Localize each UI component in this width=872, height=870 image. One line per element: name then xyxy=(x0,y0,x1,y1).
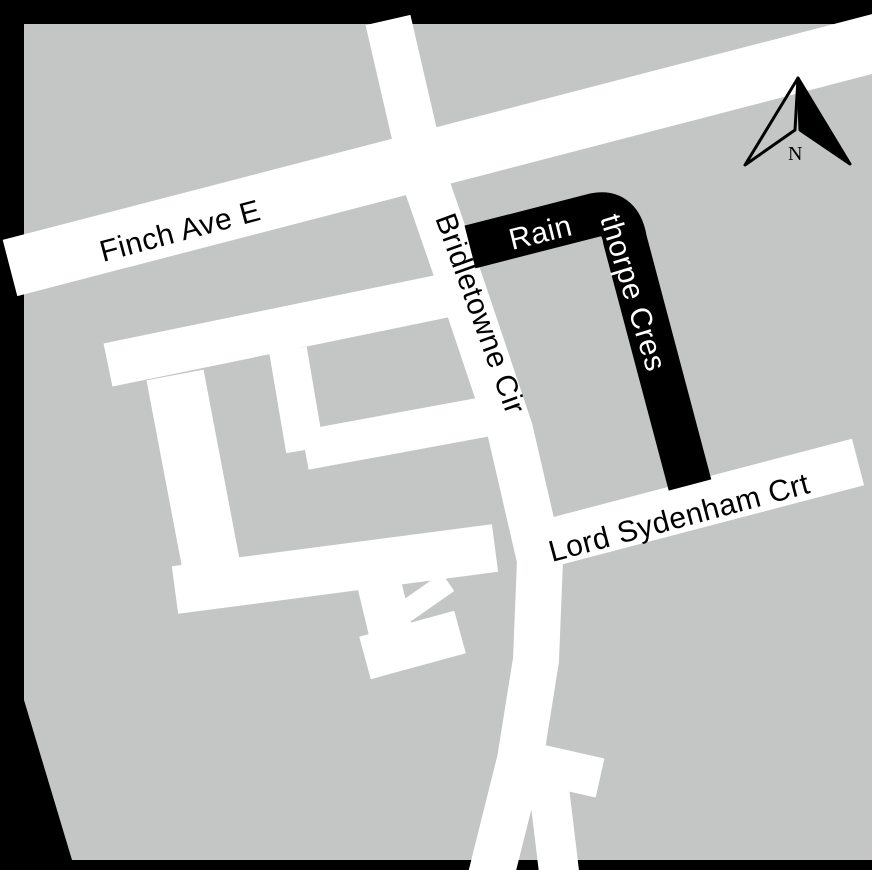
cul-de-sac-link xyxy=(398,572,455,622)
north-arrow-right xyxy=(796,76,852,166)
west-street-vertical-left xyxy=(146,369,242,581)
west-street-upper xyxy=(103,273,453,387)
south-street-stub xyxy=(528,777,579,870)
north-connector-road xyxy=(365,14,448,186)
south-street-right xyxy=(515,740,605,798)
finch-ave-e-road xyxy=(2,14,872,297)
north-arrow-left xyxy=(743,76,800,167)
road-network xyxy=(2,14,872,870)
land-edge xyxy=(24,700,72,860)
cul-de-sac-end xyxy=(359,610,466,680)
north-arrow-icon: N xyxy=(743,76,852,167)
north-label: N xyxy=(788,143,802,165)
rainthorpe-cres-road xyxy=(464,192,712,491)
lord-sydenham-crt-road xyxy=(523,438,865,572)
west-street-middle xyxy=(301,395,499,470)
west-street-lower xyxy=(171,524,499,614)
